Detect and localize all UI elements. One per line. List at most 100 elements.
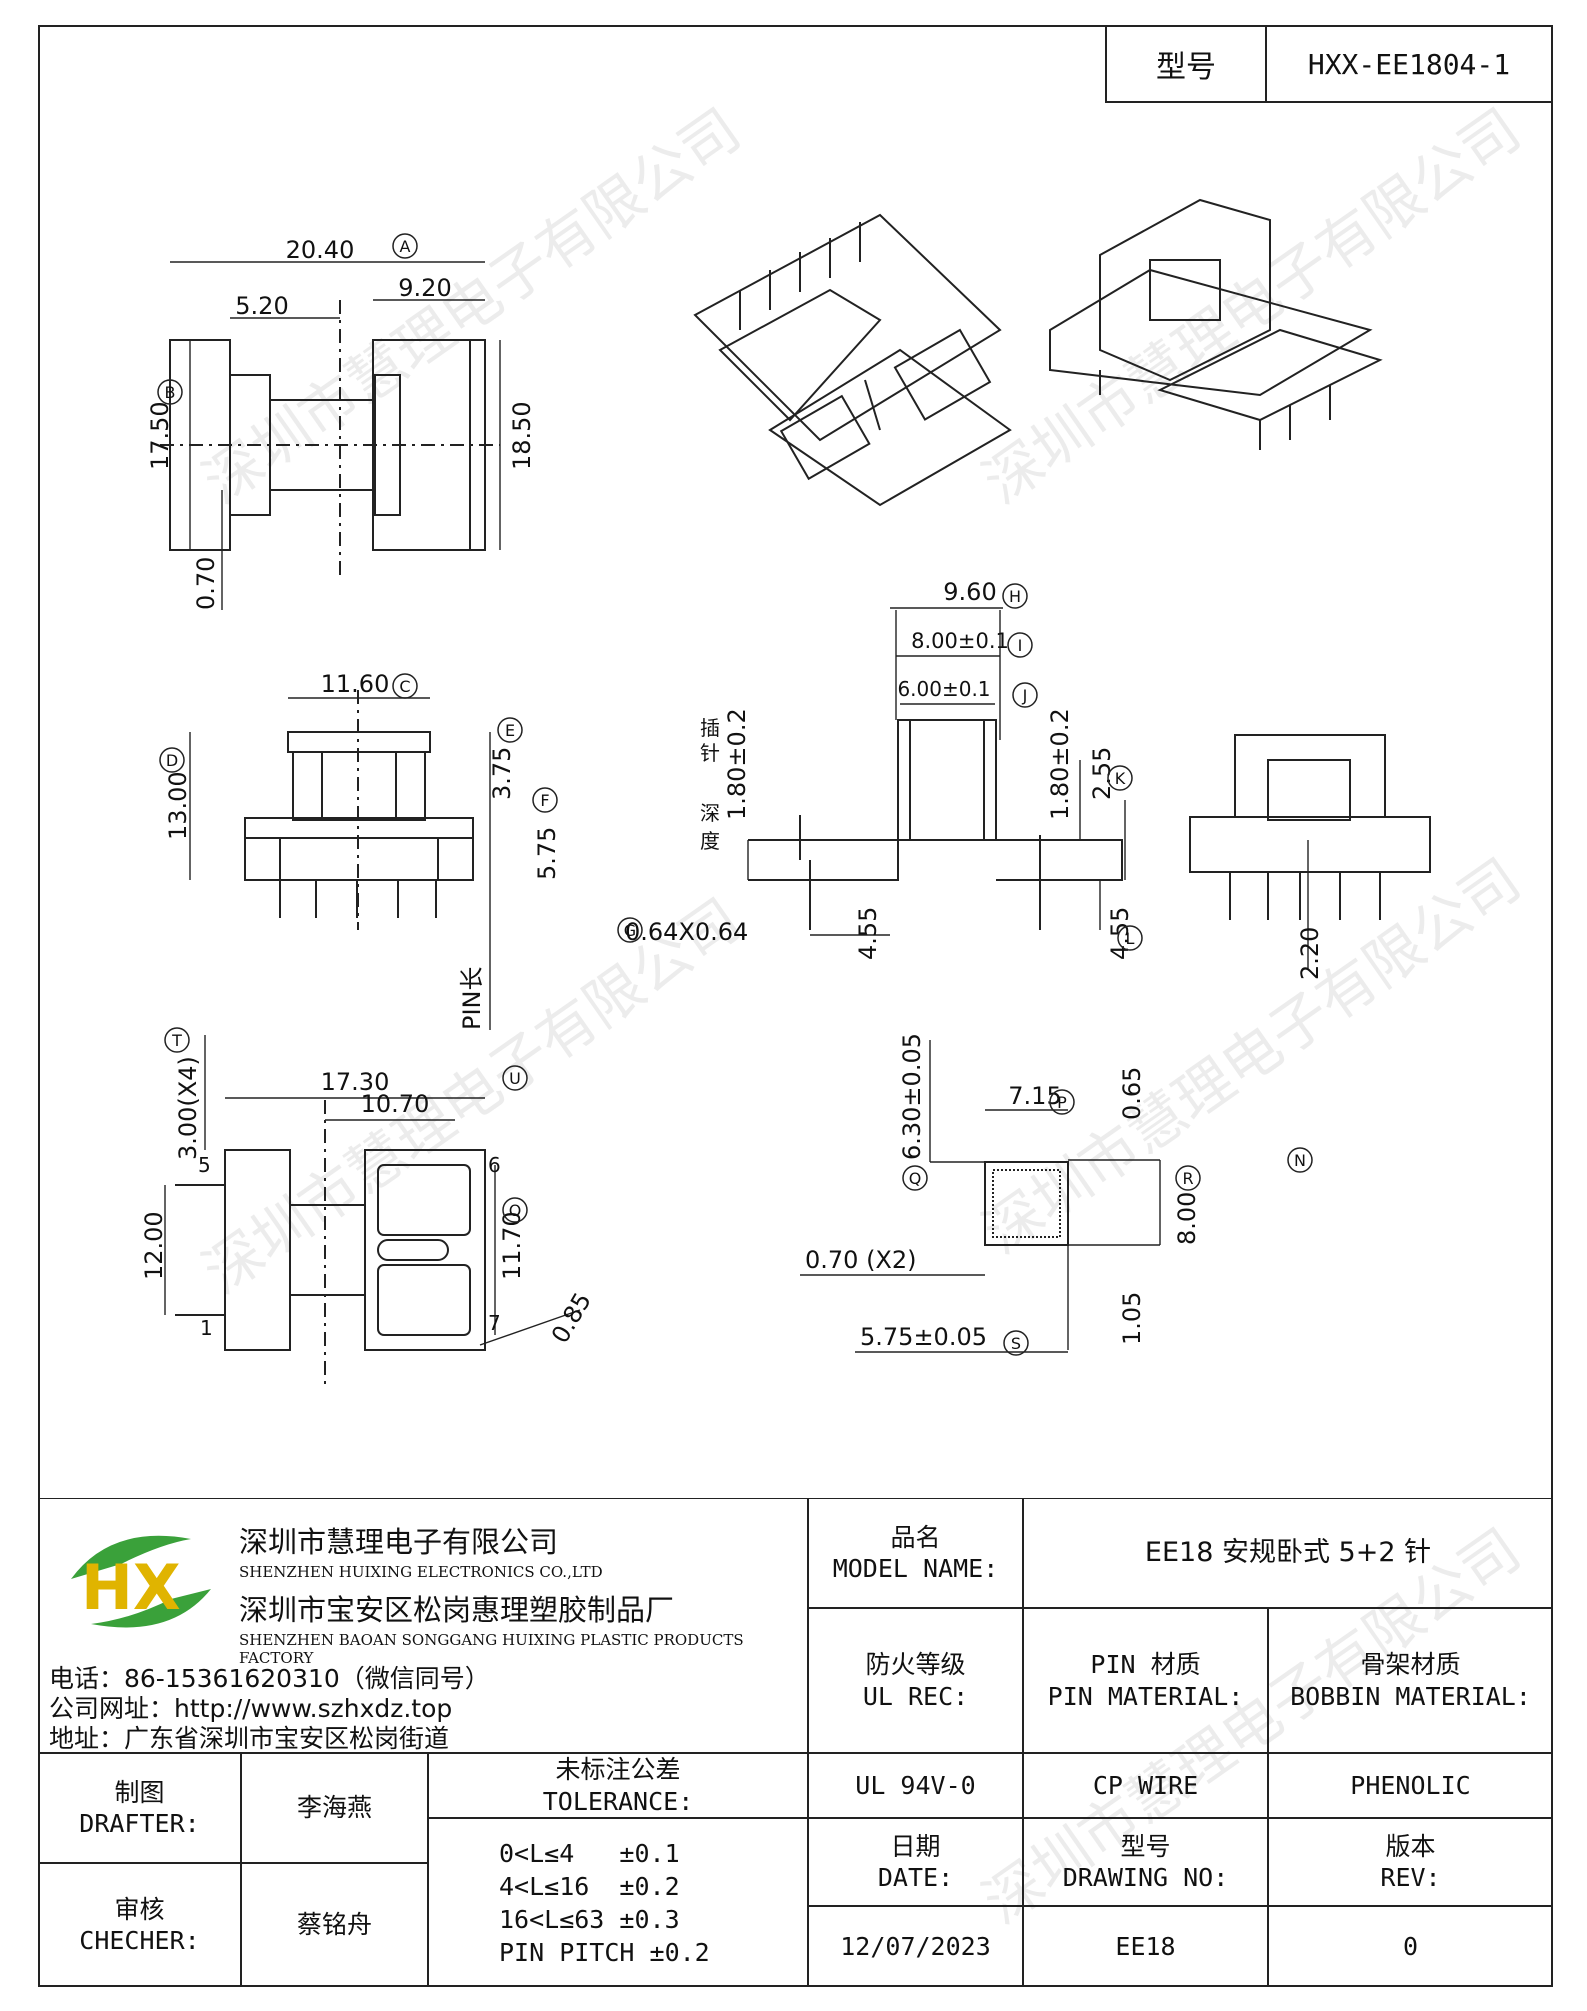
reference-circle-p [1049,1089,1075,1115]
tolerance-table: 0<L≤4 ±0.1 4<L≤16 ±0.2 16<L≤63 ±0.3 PIN … [428,1818,808,1987]
company-name-en: SHENZHEN HUIXING ELECTRONICS CO.,LTD [239,1563,603,1581]
dim-pin-length: PIN长 [458,966,486,1030]
reference-circle-l [1117,925,1143,951]
model-number-value: HXX-EE1804-1 [1307,47,1511,81]
revision-label-en: REV: [1380,1863,1441,1892]
dim-17-50: 17.50 [146,401,174,470]
bobbin-material-label-en: BOBBIN MATERIAL: [1290,1681,1531,1711]
logo-text: HX [81,1551,181,1624]
factory-name-cn: 深圳市宝安区松岗惠理塑胶制品厂 [239,1593,675,1627]
checker-label-en: CHECHER: [79,1926,200,1955]
dim-3-00-x4: 3.00(X4) [174,1056,202,1160]
pin-material-value: CP WIRE [1023,1753,1268,1818]
model-name-value: EE18 安规卧式 5+2 针 [1023,1498,1553,1608]
dim-4-55-right: 4.55 [1106,907,1134,960]
model-number-label: 型号 [1107,27,1267,101]
date-value: 12/07/2023 [808,1906,1023,1987]
bobbin-material-label: 骨架材质 BOBBIN MATERIAL: [1268,1608,1553,1753]
reference-letter-k: K [1115,769,1126,788]
dim-8-00: 8.00±0.1 [911,629,1009,653]
dim-pin-section: 0.64X0.64 [625,918,748,946]
reference-circle-b [157,379,183,405]
drawing-no-label: 型号 DRAWING NO: [1023,1818,1268,1906]
dim-11-70: 11.70 [498,1211,526,1280]
top-view [160,261,501,610]
ul-rec-label-cn: 防火等级 [865,1650,966,1680]
reference-circle-t [164,1027,190,1053]
tolerance-label-cn: 未标注公差 [555,1755,681,1785]
reference-letter-e: E [505,721,515,740]
factory-name-en: SHENZHEN BAOAN SONGGANG HUIXING PLASTIC … [239,1631,744,1667]
company-info: HX 深圳市慧理电子有限公司 SHENZHEN HUIXING ELECTRON… [38,1498,808,1753]
tolerance-line-3: 16<L≤63 ±0.3 [499,1904,680,1934]
dim-1-80-right: 1.80±0.2 [1046,708,1074,820]
reference-letter-q: Q [909,1169,922,1188]
company-phone: 电话：86-15361620310（微信同号） [49,1664,490,1693]
drafter-label-cn: 制图 [114,1777,165,1807]
reference-circle-d [159,747,185,773]
reference-letter-s: S [1011,1334,1021,1353]
note-char-3: 深 [700,801,720,825]
company-logo: HX [71,1535,211,1628]
reference-letter-p: P [1057,1093,1067,1112]
tolerance-line-4: PIN PITCH ±0.2 [499,1937,710,1967]
company-website: 公司网址：http://www.szhxdz.top [49,1694,453,1723]
dim-9-60: 9.60 [943,578,996,606]
note-char-4: 度 [700,829,720,853]
reference-circle-q [902,1165,928,1191]
dim-1-80-left: 1.80±0.2 [723,708,751,820]
dim-8-00-core: 8.00 [1173,1192,1201,1245]
right-end-view [1189,734,1431,970]
note-char-1: 插 [700,716,720,740]
bobbin-material-label-cn: 骨架材质 [1360,1650,1461,1680]
checker-label: 审核 CHECHER: [38,1863,241,1987]
reference-circle-c [392,673,418,699]
dim-18-50: 18.50 [508,401,536,470]
reference-circle-f [532,787,558,813]
reference-circle-o [502,1197,528,1223]
tolerance-label: 未标注公差 TOLERANCE: [428,1753,808,1818]
model-name-label-en: MODEL NAME: [832,1554,999,1583]
drawing-no-value: EE18 [1023,1906,1268,1987]
tolerance-line-1: 0<L≤4 ±0.1 [499,1838,680,1868]
reference-circle-k [1107,765,1133,791]
dim-5-75-core: 5.75±0.05 [860,1323,987,1351]
bottom-view [164,1035,581,1390]
dim-9-20: 9.20 [398,274,451,302]
reference-letter-t: T [171,1031,182,1050]
reference-letter-h: H [1009,587,1021,606]
pin-label-7: 7 [488,1311,501,1335]
dim-0-65: 0.65 [1118,1067,1146,1120]
ul-rec-label: 防火等级 UL REC: [808,1608,1023,1753]
reference-letter-a: A [400,237,411,256]
dim-7-15: 7.15 [1008,1082,1061,1110]
tolerance-line-2: 4<L≤16 ±0.2 [499,1871,680,1901]
drafter-label-en: DRAFTER: [79,1809,200,1838]
pin-material-label-en: PIN MATERIAL: [1047,1681,1244,1711]
core-section-view [800,1040,1161,1353]
dim-12-00: 12.00 [140,1211,168,1280]
reference-letter-o: O [509,1201,522,1220]
reference-letter-f: F [540,791,549,810]
reference-circle-i [1007,632,1033,658]
reference-circle-n [1287,1147,1313,1173]
dim-0-70: 0.70 [192,557,220,610]
pin-material-label: PIN 材质 PIN MATERIAL: [1023,1608,1268,1753]
reference-letter-i: I [1018,636,1023,655]
reference-circle-g [617,917,643,943]
dim-17-30: 17.30 [321,1068,390,1096]
revision-label-cn: 版本 [1385,1831,1436,1861]
reference-letter-j: J [1022,686,1028,705]
model-number-box: 型号 HXX-EE1804-1 [1105,25,1553,103]
isometric-view-right [1049,198,1383,450]
dim-6-30: 6.30±0.05 [898,1033,926,1160]
drawing-no-label-en: DRAWING NO: [1062,1863,1229,1892]
ul-rec-label-en: UL REC: [862,1681,969,1711]
dim-6-00: 6.00±0.1 [897,677,990,701]
revision-value: 0 [1268,1906,1553,1987]
bobbin-material-value: PHENOLIC [1268,1753,1553,1818]
pin-material-label-cn: PIN 材质 [1090,1650,1201,1680]
isometric-view-left [693,213,1012,507]
company-name-cn: 深圳市慧理电子有限公司 [239,1525,559,1559]
side-section-view [747,607,1126,936]
